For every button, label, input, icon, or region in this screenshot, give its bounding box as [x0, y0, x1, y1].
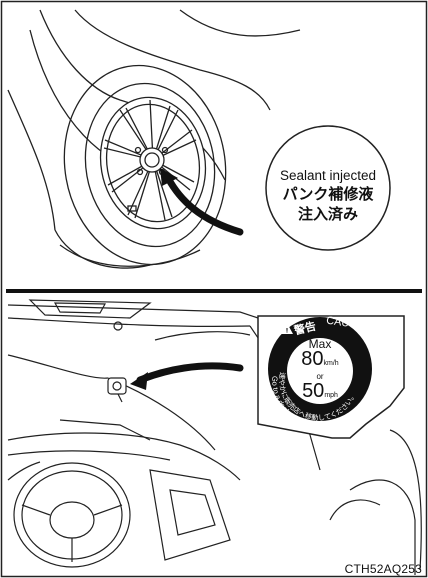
sealant-label-line3: 注入済み — [266, 204, 390, 224]
wheel-illustration — [8, 10, 300, 277]
caution-speed-kmh: 80 — [301, 348, 323, 370]
sealant-label-line1: Sealant injected — [266, 168, 390, 184]
arrow-to-mirror — [140, 366, 240, 380]
caution-speed-mph: 50 — [302, 380, 324, 402]
arrow-head — [130, 372, 148, 390]
caution-unit-kmh: km/h — [324, 360, 339, 367]
sealant-label-line2: パンク補修液 — [266, 184, 390, 204]
figure-code: CTH52AQ253 — [345, 562, 422, 576]
svg-text:!: ! — [286, 328, 289, 335]
caution-unit-mph: mph — [324, 392, 338, 399]
